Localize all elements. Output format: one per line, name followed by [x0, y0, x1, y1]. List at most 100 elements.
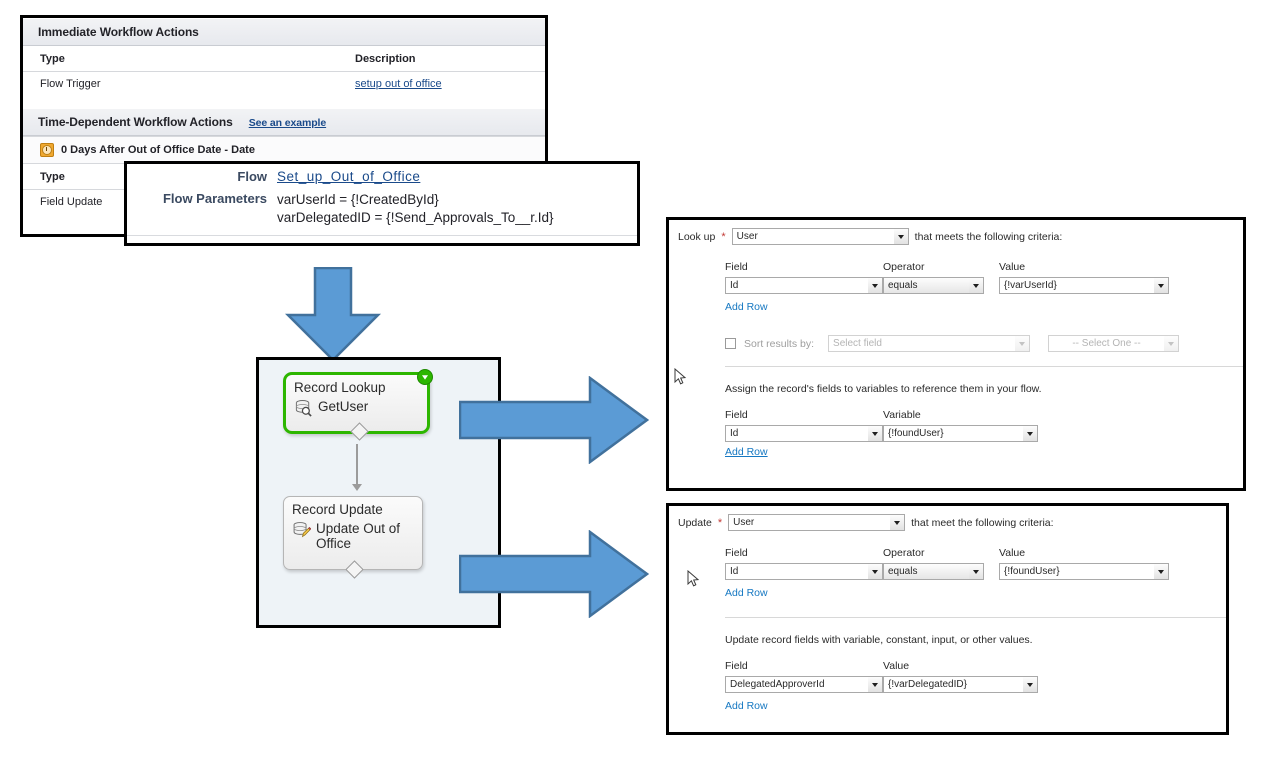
criteria-value-value[interactable]: {!varUserId}	[999, 277, 1154, 294]
update-criteria-section: Field Operator Value Id equals {!foundUs…	[669, 547, 1226, 618]
chevron-down-icon[interactable]	[1023, 676, 1038, 693]
lookup-criteria-section: Field Operator Value Id equals {!varUser…	[669, 261, 1243, 313]
mouse-cursor-icon	[674, 368, 687, 385]
criteria-field-combo[interactable]: Id	[725, 563, 883, 580]
criteria-field-value[interactable]: Id	[725, 277, 868, 294]
assignment-row: Id {!foundUser}	[725, 425, 1233, 442]
record-update-icon	[293, 521, 311, 538]
assignment-variable-combo[interactable]: {!foundUser}	[883, 425, 1038, 442]
chevron-down-icon[interactable]	[1154, 277, 1169, 294]
flow-node-title: Record Lookup	[294, 380, 386, 395]
required-marker: *	[721, 230, 726, 243]
sort-results-checkbox[interactable]	[725, 338, 736, 349]
table-row: Flow Trigger setup out of office	[23, 71, 545, 96]
criteria-operator-combo[interactable]: equals	[883, 277, 999, 294]
assignment-row: DelegatedApproverId {!varDelegatedID}	[725, 676, 1216, 693]
flow-parameters-label: Flow Parameters	[162, 191, 267, 206]
update-label: Update	[678, 516, 712, 529]
chevron-down-icon[interactable]	[893, 228, 909, 245]
criteria-field-combo[interactable]: Id	[725, 277, 883, 294]
flow-node-record-lookup[interactable]: Record Lookup GetUser	[283, 369, 433, 441]
add-row-link-assignment[interactable]: Add Row	[725, 700, 768, 712]
flow-node-title: Record Update	[292, 502, 383, 517]
update-object-combo[interactable]: User	[728, 514, 906, 531]
record-lookup-icon	[295, 399, 312, 417]
node-connector-handle[interactable]	[345, 560, 364, 579]
divider	[725, 617, 1226, 618]
sort-order-combo[interactable]: -- Select One --	[1048, 335, 1180, 352]
assignment-field-combo[interactable]: DelegatedApproverId	[725, 676, 883, 693]
see-an-example-link[interactable]: See an example	[248, 117, 327, 129]
assignment-column-headers: Field Variable	[725, 409, 1233, 421]
add-row-link-criteria[interactable]: Add Row	[725, 301, 768, 313]
clock-icon	[40, 143, 54, 157]
assignment-field-combo[interactable]: Id	[725, 425, 883, 442]
mouse-cursor-icon	[687, 570, 700, 587]
flow-connector-arrowhead	[352, 484, 362, 491]
criteria-row: Id equals {!varUserId}	[725, 277, 1233, 294]
immediate-workflow-actions-header: Immediate Workflow Actions	[23, 18, 545, 46]
criteria-value-combo[interactable]: {!varUserId}	[999, 277, 1169, 294]
column-header-description: Description	[345, 46, 545, 72]
chevron-down-icon[interactable]	[868, 277, 883, 294]
flow-connector-line	[356, 444, 358, 486]
chevron-down-icon[interactable]	[890, 514, 906, 531]
lookup-assignment-section: Assign the record's fields to variables …	[669, 383, 1243, 458]
sort-order-value[interactable]: -- Select One --	[1048, 335, 1165, 352]
divider	[127, 235, 637, 237]
chevron-down-icon[interactable]	[1164, 335, 1180, 352]
lookup-object-value[interactable]: User	[731, 228, 894, 245]
assignment-description: Update record fields with variable, cons…	[725, 634, 1033, 646]
assignment-variable-value[interactable]: {!foundUser}	[883, 425, 1023, 442]
update-object-row: Update * User that meet the following cr…	[669, 506, 1226, 531]
chevron-down-icon[interactable]	[969, 277, 984, 294]
sort-field-placeholder[interactable]: Select field	[828, 335, 1016, 352]
assignment-value-value[interactable]: {!varDelegatedID}	[883, 676, 1023, 693]
criteria-column-headers: Field Operator Value	[725, 547, 1216, 559]
table-header-row: Type Description	[23, 46, 545, 72]
start-badge-icon	[417, 369, 433, 385]
criteria-operator-combo[interactable]: equals	[883, 563, 999, 580]
column-header-operator: Operator	[883, 261, 925, 273]
column-header-variable: Variable	[883, 409, 921, 421]
section-spacer	[23, 96, 545, 108]
chevron-down-icon[interactable]	[868, 563, 883, 580]
immediate-actions-table: Type Description Flow Trigger setup out …	[23, 46, 545, 96]
time-trigger-row: 0 Days After Out of Office Date - Date	[23, 136, 545, 164]
criteria-column-headers: Field Operator Value	[725, 261, 1233, 273]
chevron-down-icon[interactable]	[868, 676, 883, 693]
add-row-link-criteria[interactable]: Add Row	[725, 587, 768, 599]
column-header-operator: Operator	[883, 547, 925, 559]
criteria-operator-value[interactable]: equals	[883, 277, 969, 294]
assignment-field-value[interactable]: DelegatedApproverId	[725, 676, 868, 693]
column-header-type: Type	[23, 46, 345, 72]
chevron-down-icon[interactable]	[1015, 335, 1031, 352]
assignment-value-combo[interactable]: {!varDelegatedID}	[883, 676, 1038, 693]
chevron-down-icon[interactable]	[969, 563, 984, 580]
chevron-down-icon[interactable]	[1023, 425, 1038, 442]
node-connector-handle[interactable]	[350, 422, 369, 441]
chevron-down-icon[interactable]	[868, 425, 883, 442]
criteria-field-value[interactable]: Id	[725, 563, 868, 580]
lookup-object-combo[interactable]: User	[731, 228, 909, 245]
lookup-object-row: Look up * User that meets the following …	[669, 220, 1243, 245]
column-header-field: Field	[725, 660, 748, 672]
criteria-value-value[interactable]: {!foundUser}	[999, 563, 1154, 580]
column-header-field: Field	[725, 261, 748, 273]
criteria-value-combo[interactable]: {!foundUser}	[999, 563, 1169, 580]
assignment-field-value[interactable]: Id	[725, 425, 868, 442]
divider	[725, 366, 1243, 367]
flow-parameter-1: varUserId = {!CreatedById}	[277, 192, 439, 207]
update-object-value[interactable]: User	[728, 514, 891, 531]
add-row-link-assignment[interactable]: Add Row	[725, 446, 768, 458]
chevron-down-icon[interactable]	[1154, 563, 1169, 580]
sort-field-combo[interactable]: Select field	[828, 335, 1031, 352]
flow-detail-popup: Flow Set_up_Out_of_Office Flow Parameter…	[124, 161, 640, 246]
flow-name-link[interactable]: Set_up_Out_of_Office	[277, 169, 421, 184]
flow-node-record-update[interactable]: Record Update Update Out of Office	[283, 496, 423, 579]
right-arrow-icon-bottom	[459, 530, 649, 618]
down-arrow-icon	[284, 267, 382, 362]
criteria-operator-value[interactable]: equals	[883, 563, 969, 580]
setup-out-of-office-link[interactable]: setup out of office	[355, 78, 442, 90]
